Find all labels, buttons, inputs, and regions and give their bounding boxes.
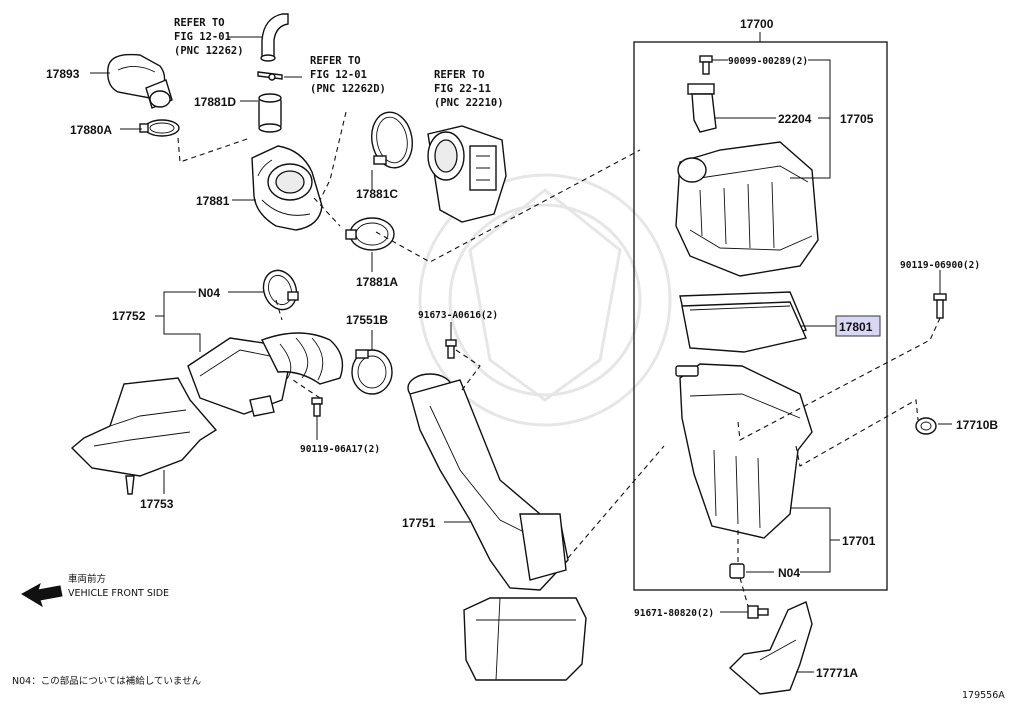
svg-text:FIG 22-11: FIG 22-11 <box>434 83 491 95</box>
part-17893-inlet-elbow[interactable] <box>107 53 173 109</box>
label-17710B[interactable]: 17710B <box>956 418 998 432</box>
part-90119-06A17-bolt[interactable] <box>311 397 323 417</box>
part-17881D-hose[interactable] <box>258 93 282 133</box>
label-N04-top[interactable]: N04 <box>198 286 220 300</box>
svg-text:REFER TO: REFER TO <box>310 55 361 67</box>
reference-fitting-12262D <box>257 71 283 81</box>
part-N04-grommet-bottom[interactable] <box>729 563 745 579</box>
part-17880A-clamp[interactable] <box>139 119 180 137</box>
footnote: N04：この部品については補給していません <box>12 675 201 687</box>
part-17752-duct[interactable] <box>187 332 344 417</box>
label-N04-bottom[interactable]: N04 <box>778 566 800 580</box>
part-17771A-bracket[interactable] <box>728 601 813 695</box>
label-17881A[interactable]: 17881A <box>356 275 398 289</box>
assembly-dashed-lines <box>177 111 941 607</box>
part-N04-clamp-top[interactable] <box>258 266 302 315</box>
label-90119-06900[interactable]: 90119-06900(2) <box>900 260 980 271</box>
svg-text:FIG 12-01: FIG 12-01 <box>310 69 367 81</box>
svg-text:REFER TO: REFER TO <box>174 17 225 29</box>
vehicle-front-direction: 車両前方 VEHICLE FRONT SIDE <box>21 573 169 608</box>
svg-text:(PNC 12262): (PNC 12262) <box>174 45 244 57</box>
label-17700[interactable]: 17700 <box>740 17 774 31</box>
part-17751-intake-duct[interactable] <box>407 373 587 681</box>
label-17705[interactable]: 17705 <box>840 112 874 126</box>
leader-lines <box>90 36 952 673</box>
part-17701-cleaner-case[interactable] <box>675 363 813 539</box>
reference-note-2[interactable]: REFER TO FIG 12-01 (PNC 12262D) <box>310 55 386 95</box>
label-17771A[interactable]: 17771A <box>816 666 858 680</box>
reference-throttle-body-22210 <box>427 125 507 223</box>
label-17881C[interactable]: 17881C <box>356 187 398 201</box>
reference-hose-12262 <box>260 13 289 62</box>
reference-note-1[interactable]: REFER TO FIG 12-01 (PNC 12262) <box>174 17 244 57</box>
part-91671-80820-bolt[interactable] <box>747 605 769 619</box>
part-17753-guide[interactable] <box>70 377 218 495</box>
svg-text:(PNC 12262D): (PNC 12262D) <box>310 83 386 95</box>
front-arrow-icon <box>21 582 63 608</box>
part-17710B-grommet[interactable] <box>915 417 937 435</box>
label-17881D[interactable]: 17881D <box>194 95 236 109</box>
label-17880A[interactable]: 17880A <box>70 123 112 137</box>
figure-id: 179556A <box>962 690 1005 701</box>
label-17753[interactable]: 17753 <box>140 497 174 511</box>
label-91673-A0616[interactable]: 91673-A0616(2) <box>418 310 498 321</box>
label-17752[interactable]: 17752 <box>112 309 146 323</box>
part-17705-cleaner-cap[interactable] <box>675 141 819 277</box>
direction-label-japanese: 車両前方 <box>68 573 106 585</box>
direction-label-english: VEHICLE FRONT SIDE <box>68 588 169 599</box>
part-90099-00289-screw[interactable] <box>699 55 713 75</box>
part-22204-airflow-meter[interactable] <box>687 83 717 133</box>
part-17881C-clamp[interactable] <box>367 109 416 171</box>
svg-text:(PNC 22210): (PNC 22210) <box>434 97 504 109</box>
label-90099-00289[interactable]: 90099-00289(2) <box>728 56 808 67</box>
label-90119-06A17[interactable]: 90119-06A17(2) <box>300 444 380 455</box>
svg-text:FIG 12-01: FIG 12-01 <box>174 31 231 43</box>
label-17893[interactable]: 17893 <box>46 67 80 81</box>
part-17881A-clamp[interactable] <box>345 217 395 251</box>
part-17551B-clamp[interactable] <box>351 349 393 395</box>
part-91673-A0616-bolt[interactable] <box>445 339 457 359</box>
label-17551B[interactable]: 17551B <box>346 313 388 327</box>
label-91671-80820[interactable]: 91671-80820(2) <box>634 608 714 619</box>
label-17701[interactable]: 17701 <box>842 534 876 548</box>
watermark <box>418 173 672 427</box>
part-17801-filter-element[interactable] <box>679 291 807 353</box>
label-17881[interactable]: 17881 <box>196 194 230 208</box>
label-22204[interactable]: 22204 <box>778 112 812 126</box>
part-17881-intake-hose[interactable] <box>251 145 323 231</box>
part-90119-06900-bolt[interactable] <box>933 293 947 319</box>
label-17751[interactable]: 17751 <box>402 516 436 530</box>
part-labels: 17893 17880A 17881D 17881 17881C 17881A … <box>46 17 998 680</box>
reference-note-3[interactable]: REFER TO FIG 22-11 (PNC 22210) <box>434 69 504 109</box>
highlight-17801 <box>835 315 881 337</box>
svg-text:REFER TO: REFER TO <box>434 69 485 81</box>
label-17801[interactable]: 17801 <box>839 320 873 334</box>
